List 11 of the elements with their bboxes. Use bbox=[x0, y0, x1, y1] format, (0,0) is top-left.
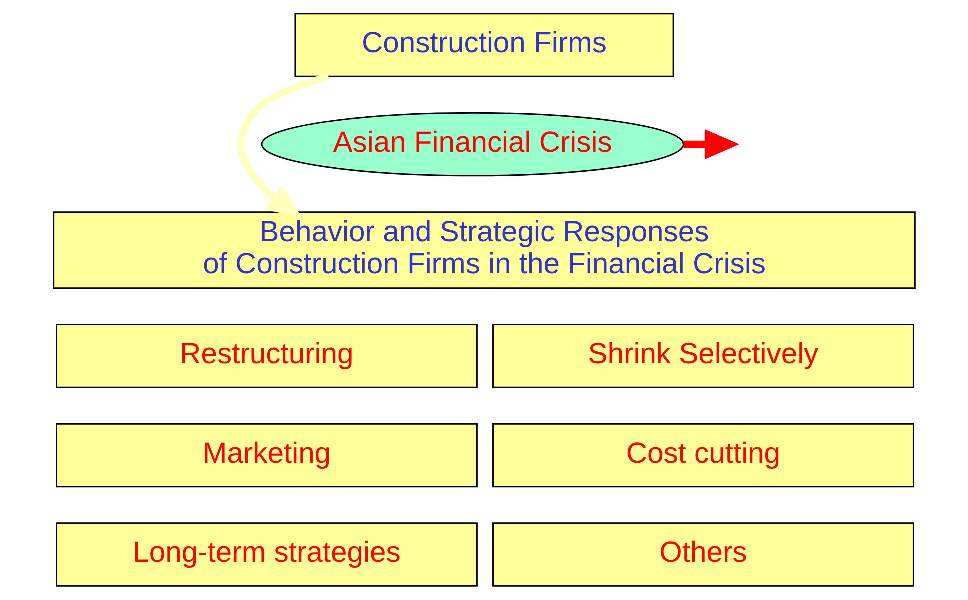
arrow bbox=[237, 73, 330, 218]
node-box: Restructuring bbox=[56, 324, 478, 388]
node-box: Others bbox=[492, 522, 914, 587]
arrow bbox=[683, 129, 740, 160]
node-box: Long-term strategies bbox=[56, 522, 478, 587]
node-box: Marketing bbox=[56, 423, 478, 488]
node-box: Behavior and Strategic Responses of Construction Firms in the Financial Crisis bbox=[52, 212, 916, 290]
node-box: Shrink Selectively bbox=[492, 324, 914, 388]
node-ellipse: Asian Financial Crisis bbox=[260, 112, 684, 177]
node-box: Cost cutting bbox=[492, 423, 914, 488]
node-box: Construction Firms bbox=[294, 13, 674, 78]
